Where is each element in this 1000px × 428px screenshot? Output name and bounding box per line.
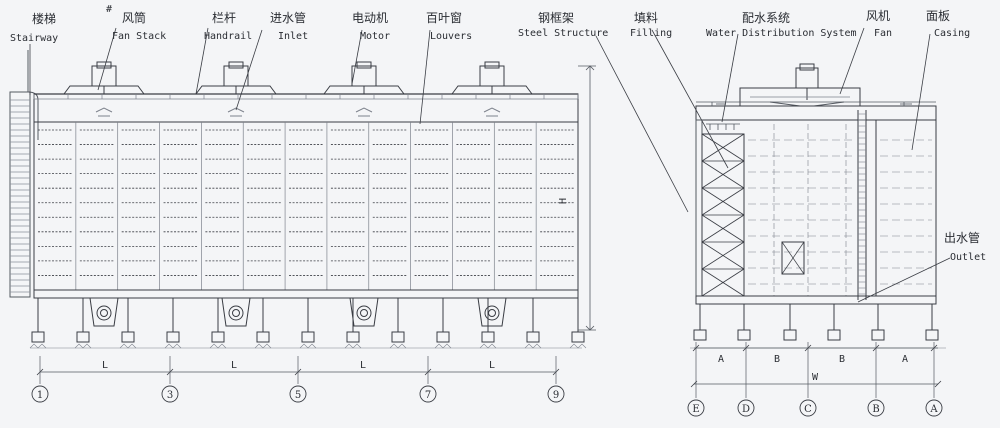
svg-text:Inlet: Inlet [278, 31, 308, 42]
side-dimension-lines [690, 344, 942, 388]
axis-bubble: 3 [161, 385, 179, 403]
dim-bay-length: L [231, 360, 237, 371]
side-fan-stack [739, 63, 861, 107]
svg-text:Steel Structure: Steel Structure [518, 28, 608, 39]
basin-support [89, 297, 119, 327]
svg-text:Fan Stack: Fan Stack [112, 31, 166, 42]
axis-bubble: 9 [547, 385, 565, 403]
basin-support [221, 297, 251, 327]
fan-stacks [33, 61, 579, 117]
axis-bubble: 5 [289, 385, 307, 403]
svg-text:Water Distribution System: Water Distribution System [706, 28, 857, 39]
label-fan: 风机 Fan [866, 9, 892, 39]
svg-text:1: 1 [37, 390, 43, 401]
side-elevation [690, 63, 946, 398]
basin-support [477, 297, 507, 327]
svg-text:Motor: Motor [360, 31, 390, 42]
label-motor: 电动机 Motor [352, 11, 390, 42]
axis-bubble: B [867, 399, 885, 417]
side-footings [693, 304, 939, 341]
svg-text:栏杆: 栏杆 [212, 10, 236, 25]
svg-text:7: 7 [425, 390, 431, 401]
svg-text:Louvers: Louvers [430, 31, 472, 42]
axis-bubble: E [687, 399, 705, 417]
svg-text:3: 3 [167, 390, 173, 401]
svg-text:出水管: 出水管 [944, 230, 980, 245]
svg-text:百叶窗: 百叶窗 [426, 11, 462, 25]
svg-text:Stairway: Stairway [10, 33, 58, 44]
label-filling: 填料 Filling [630, 11, 672, 39]
svg-text:风筒: 风筒 [122, 10, 146, 25]
fan-unit [451, 61, 533, 117]
svg-text:A: A [929, 404, 938, 415]
svg-text:D: D [742, 404, 750, 415]
axis-bubble: 7 [419, 385, 437, 403]
svg-text:楼梯: 楼梯 [32, 11, 56, 26]
dim-height: H [558, 198, 569, 204]
distribution-pipes [706, 123, 740, 130]
svg-text:面板: 面板 [926, 9, 950, 23]
stairway-drawing [9, 50, 39, 298]
label-water-distribution: 配水系统 Water Distribution System [706, 11, 857, 39]
access-door [781, 241, 805, 275]
svg-text:B: B [872, 404, 879, 415]
dim-side-bay: A [718, 354, 724, 365]
svg-text:配水系统: 配水系统 [742, 11, 790, 25]
label-fan-stack: # 风筒 Fan Stack [106, 4, 166, 42]
louver-grid [38, 122, 574, 290]
base-beam [33, 289, 579, 299]
dim-side-bay: A [902, 354, 908, 365]
svg-text:Handrail: Handrail [204, 31, 252, 42]
filling-block [701, 133, 745, 297]
fan-unit [323, 61, 405, 117]
axis-bubble: D [737, 399, 755, 417]
svg-text:5: 5 [295, 390, 301, 401]
label-louvers: 百叶窗 Louvers [426, 11, 472, 42]
front-elevation [9, 50, 596, 384]
svg-text:电动机: 电动机 [352, 11, 388, 25]
casing-panels [748, 120, 932, 296]
svg-text:Casing: Casing [934, 28, 970, 39]
axis-bubble: A [925, 399, 943, 417]
svg-text:风机: 风机 [866, 9, 890, 23]
fan-unit [63, 61, 145, 117]
axis-bubble: C [799, 399, 817, 417]
svg-text:9: 9 [553, 390, 559, 401]
height-dimension [578, 65, 596, 331]
label-steel-structure: 钢框架 Steel Structure [518, 11, 608, 39]
axis-bubble: 1 [31, 385, 49, 403]
dim-width: W [812, 372, 819, 383]
dim-bay-length: L [360, 360, 366, 371]
label-handrail: 栏杆 Handrail [204, 10, 252, 42]
label-inlet: 进水管 Inlet [270, 10, 308, 42]
label-outlet: 出水管 Outlet [944, 230, 986, 263]
footings [29, 298, 587, 349]
inner-ladder [857, 110, 867, 300]
fan-unit [195, 61, 277, 117]
leader-lines [29, 27, 951, 303]
dim-side-bay: B [774, 354, 780, 365]
label-stairway: 楼梯 Stairway [10, 11, 58, 44]
svg-text:E: E [692, 404, 699, 415]
dim-side-bay: B [839, 354, 845, 365]
label-casing: 面板 Casing [926, 9, 970, 39]
svg-text:#: # [106, 4, 112, 15]
svg-text:填料: 填料 [634, 11, 658, 25]
side-handrail [696, 101, 936, 106]
svg-text:进水管: 进水管 [270, 10, 306, 25]
svg-text:Filling: Filling [630, 28, 672, 39]
dim-bay-length: L [489, 360, 495, 371]
svg-text:钢框架: 钢框架 [538, 11, 574, 25]
svg-text:Outlet: Outlet [950, 252, 986, 263]
dim-bay-length: L [102, 360, 108, 371]
svg-text:Fan: Fan [874, 28, 892, 39]
svg-text:C: C [804, 404, 812, 415]
